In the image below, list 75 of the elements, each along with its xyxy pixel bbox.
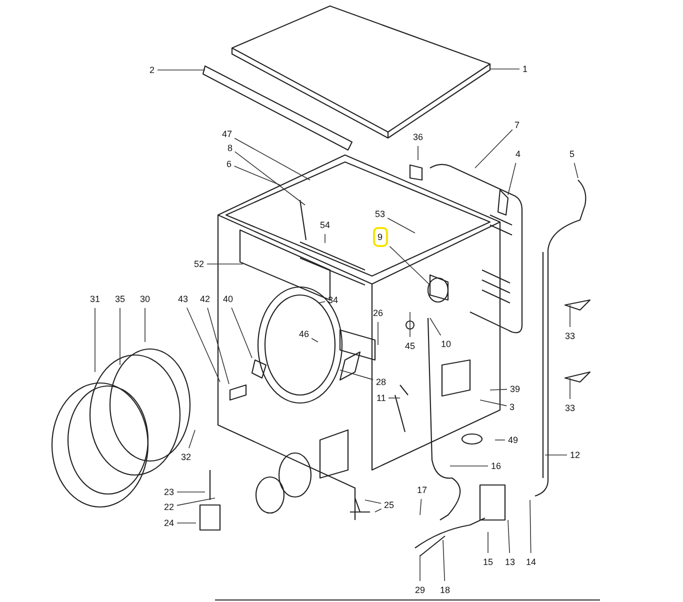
callout-number: 16 <box>491 460 502 472</box>
callout-number: 17 <box>417 484 428 496</box>
leader-line <box>508 162 516 196</box>
leader-line <box>490 68 520 70</box>
callout-number: 1 <box>522 63 528 75</box>
leader-line <box>389 246 430 286</box>
callout-number: 36 <box>413 131 424 143</box>
callout-number: 46 <box>299 328 310 340</box>
callout-number: 23 <box>164 486 174 498</box>
leader-line <box>234 138 310 180</box>
leader-line <box>311 338 318 342</box>
callout-number: 43 <box>178 293 188 305</box>
leader-line <box>480 400 507 406</box>
callout-number: 35 <box>115 293 126 305</box>
callout-number: 53 <box>375 208 386 220</box>
callout-number: 31 <box>90 293 100 305</box>
callout-number: 45 <box>405 340 416 352</box>
callout-number: 26 <box>373 307 384 319</box>
leader-line <box>231 307 252 358</box>
leader-line <box>144 308 146 342</box>
leader-line <box>176 522 196 524</box>
callout-number: 54 <box>320 219 330 231</box>
callout-number: 28 <box>376 376 386 388</box>
callout-number: 13 <box>505 556 516 568</box>
callout-number: 12 <box>570 449 580 461</box>
callout-number: 40 <box>223 293 234 305</box>
leader-line <box>94 308 96 372</box>
callout-number: 33 <box>565 402 576 414</box>
leader-line <box>234 151 306 206</box>
callout-number: 7 <box>514 119 520 131</box>
callout-number: 8 <box>228 142 233 154</box>
leader-line <box>420 498 422 516</box>
leader-line <box>186 307 220 382</box>
leader-line <box>430 318 442 336</box>
callout-number: 33 <box>565 330 576 342</box>
callout-number: 24 <box>164 517 174 529</box>
callout-number: 6 <box>226 158 232 170</box>
leader-line <box>340 370 374 380</box>
leader-line <box>324 234 326 244</box>
leader-line <box>442 540 446 582</box>
leader-line <box>530 500 532 554</box>
leader-line <box>474 129 513 168</box>
leader-line <box>318 301 326 304</box>
callout-number: 18 <box>440 584 450 596</box>
callout-number: 22 <box>164 501 174 513</box>
callout-number: 30 <box>140 293 150 305</box>
callout-number: 10 <box>441 338 452 350</box>
leader-line <box>374 508 382 512</box>
callout-number: 3 <box>510 401 515 413</box>
callout-number: 34 <box>328 294 338 306</box>
leader-line <box>490 388 508 390</box>
leader-line <box>508 520 510 554</box>
callout-number: 39 <box>510 383 520 395</box>
callout-number: 47 <box>222 128 232 140</box>
callout-number: 2 <box>150 64 155 76</box>
callout-number: 49 <box>508 434 518 446</box>
callout-number: 25 <box>384 499 394 511</box>
callout-number: 29 <box>415 584 426 596</box>
leader-line <box>364 500 382 504</box>
callout-number: 11 <box>376 392 386 404</box>
callout-number: 32 <box>181 451 192 463</box>
leader-line <box>234 166 280 186</box>
callout-number: 4 <box>516 148 521 160</box>
leader-line <box>176 498 216 506</box>
callout-number: 42 <box>200 293 210 305</box>
callout-number: 9 <box>372 227 388 247</box>
leader-line <box>207 307 230 384</box>
callout-number: 14 <box>526 556 536 568</box>
callout-number: 5 <box>570 148 575 160</box>
leader-line <box>188 430 196 449</box>
callout-number: 52 <box>194 258 204 270</box>
callout-number: 15 <box>483 556 494 568</box>
leader-line <box>387 218 416 234</box>
leader-line <box>574 162 578 178</box>
leader-line <box>544 454 568 456</box>
